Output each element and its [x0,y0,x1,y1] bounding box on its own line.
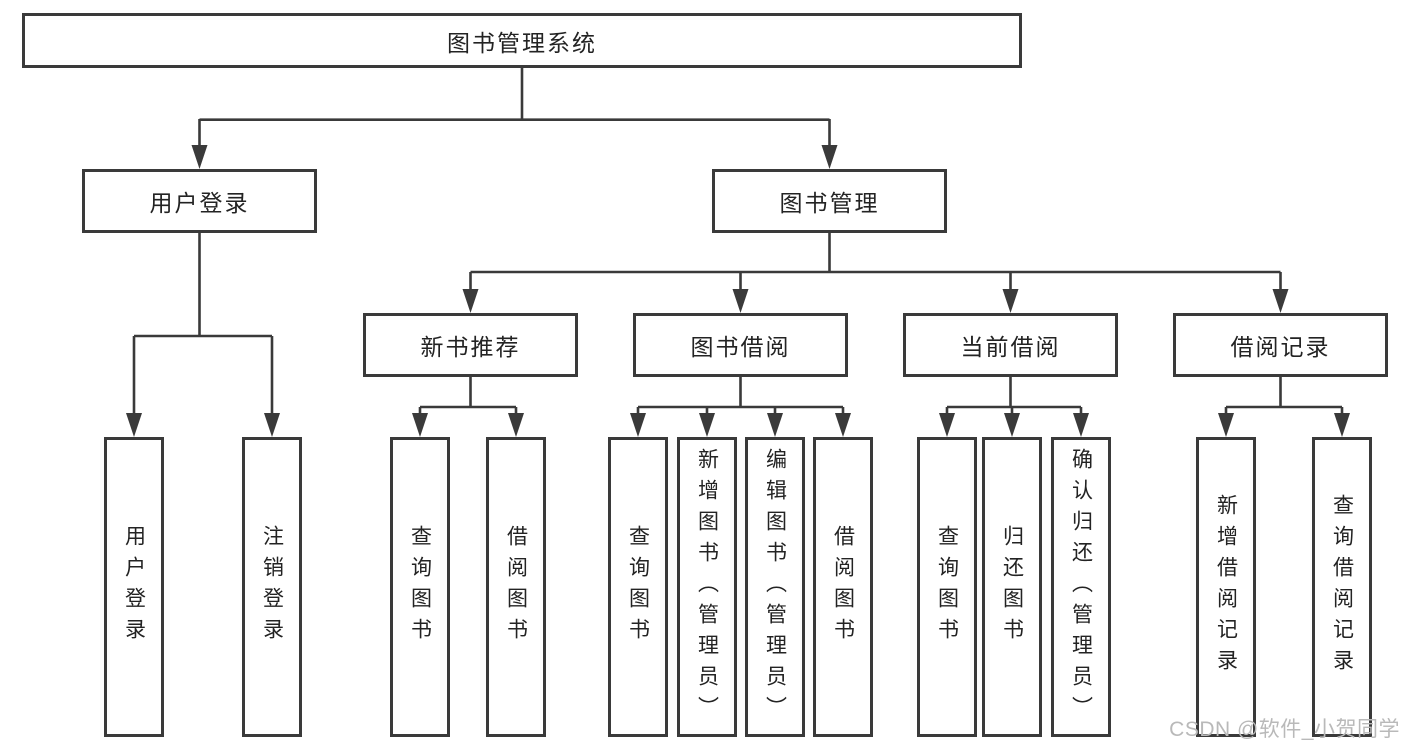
leaf-confirm-return-admin: 确认归还（管理员） [1051,437,1111,737]
leaf-return-book: 归还图书 [982,437,1042,737]
node-label: 图书借阅 [690,334,791,360]
node-book-management: 图书管理 [712,169,947,233]
node-label: 借阅图书 [831,525,855,649]
node-label: 查询借阅记录 [1330,494,1354,680]
csdn-watermark: CSDN @软件_小贺同学 [1169,718,1400,741]
node-root-library-system: 图书管理系统 [22,13,1022,68]
leaf-logout: 注销登录 [242,437,302,737]
leaf-borrow-books: 借阅图书 [813,437,873,737]
node-current-borrowing: 当前借阅 [903,313,1118,377]
leaf-add-book-admin: 新增图书（管理员） [677,437,737,737]
node-label: 注销登录 [260,525,284,649]
leaf-user-login: 用户登录 [104,437,164,737]
node-label: 新书推荐 [420,334,521,360]
node-label: 查询图书 [935,525,959,649]
leaf-query-books-current: 查询图书 [917,437,977,737]
node-label: 新增图书（管理员） [695,447,719,727]
node-label: 图书管理系统 [447,29,597,56]
node-label: 归还图书 [1000,525,1024,649]
node-label: 用户登录 [149,190,250,216]
leaf-edit-book-admin: 编辑图书（管理员） [745,437,805,737]
node-label: 当前借阅 [960,334,1061,360]
node-borrowing-records: 借阅记录 [1173,313,1388,377]
node-label: 用户登录 [122,525,146,649]
node-label: 确认归还（管理员） [1069,447,1093,727]
node-label: 查询图书 [626,525,650,649]
leaf-query-books-borrow: 查询图书 [608,437,668,737]
node-label: 借阅图书 [504,525,528,649]
leaf-add-borrow-record: 新增借阅记录 [1196,437,1256,737]
leaf-borrow-books-recommend: 借阅图书 [486,437,546,737]
node-label: 图书管理 [779,190,880,216]
node-user-login: 用户登录 [82,169,317,233]
leaf-query-books-recommend: 查询图书 [390,437,450,737]
node-label: 新增借阅记录 [1214,494,1238,680]
node-label: 查询图书 [408,525,432,649]
node-book-borrowing: 图书借阅 [633,313,848,377]
node-label: 借阅记录 [1230,334,1331,360]
leaf-query-borrow-record: 查询借阅记录 [1312,437,1372,737]
node-new-book-recommend: 新书推荐 [363,313,578,377]
node-label: 编辑图书（管理员） [763,447,787,727]
